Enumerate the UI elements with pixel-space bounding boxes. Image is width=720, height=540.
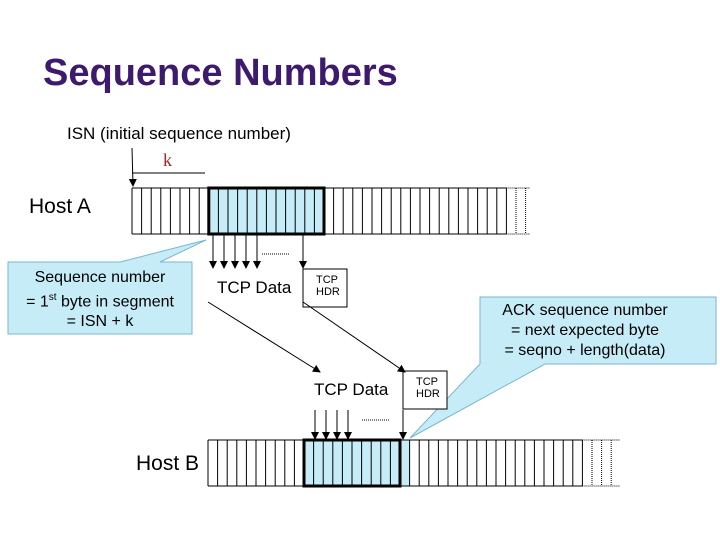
segment-b-data-label: TCP Data (314, 380, 389, 399)
k-label: k (163, 150, 172, 170)
ack-callout-shape (409, 296, 717, 439)
transfer-arrow-hdr (302, 301, 406, 373)
host-b-byte-arrows (311, 410, 407, 440)
host-a-byte-arrows (209, 234, 307, 269)
seq-callout-line2: = 1st byte in segment (26, 292, 174, 311)
host-b-label: Host B (136, 452, 200, 475)
host-a-segment-window (207, 186, 326, 236)
seq-callout-line1: Sequence number (34, 269, 166, 286)
seq-callout-text: Sequence number = 1st byte in segment = … (8, 268, 192, 332)
host-a-buffer (131, 186, 530, 236)
isn-label: ISN (initial sequence number) (67, 124, 291, 143)
segment-a-hdr-box (302, 268, 348, 308)
ack-callout-line1: ACK sequence number (502, 302, 668, 319)
host-a-label: Host A (29, 195, 91, 218)
host-b-segment-window (302, 438, 402, 488)
segment-b-hdr-box (402, 370, 448, 410)
isn-arrow (128, 147, 137, 187)
slide-title: Sequence Numbers (43, 52, 398, 94)
ack-callout-line3: = seqno + length(data) (504, 342, 666, 359)
host-b-buffer (207, 438, 620, 488)
ack-callout-text: ACK sequence number = next expected byte… (480, 301, 690, 361)
host-b-highlight (304, 440, 410, 486)
ack-callout-line2: = next expected byte (510, 322, 660, 339)
seq-callout-line3: = ISN + k (66, 313, 134, 331)
seq-callout-shape (7, 239, 207, 335)
transfer-arrow-data (207, 301, 321, 373)
segment-a-data-label: TCP Data (217, 278, 292, 297)
